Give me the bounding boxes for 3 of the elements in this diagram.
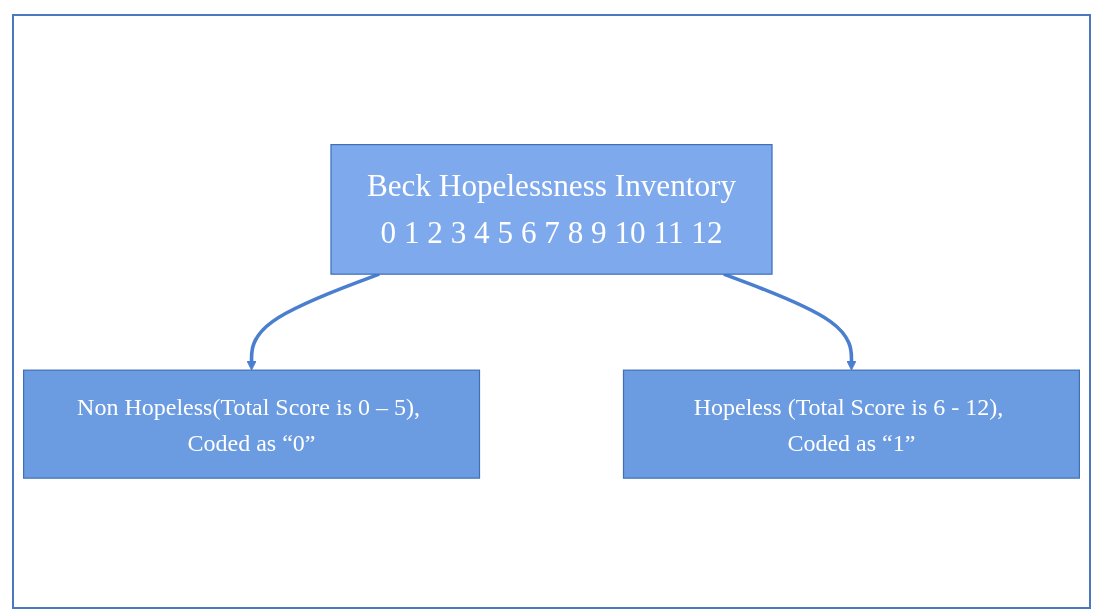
- node-box: Non Hopeless(Total Score is 0 – 5), Coded as “0”: [23, 369, 481, 479]
- node-box: Beck Hopelessness Inventory 0 1 2 3 4 5 6 7 8 9 10 11 12: [330, 144, 773, 275]
- node-box: Hopeless (Total Score is 6 - 12), Coded as “1”: [622, 369, 1080, 479]
